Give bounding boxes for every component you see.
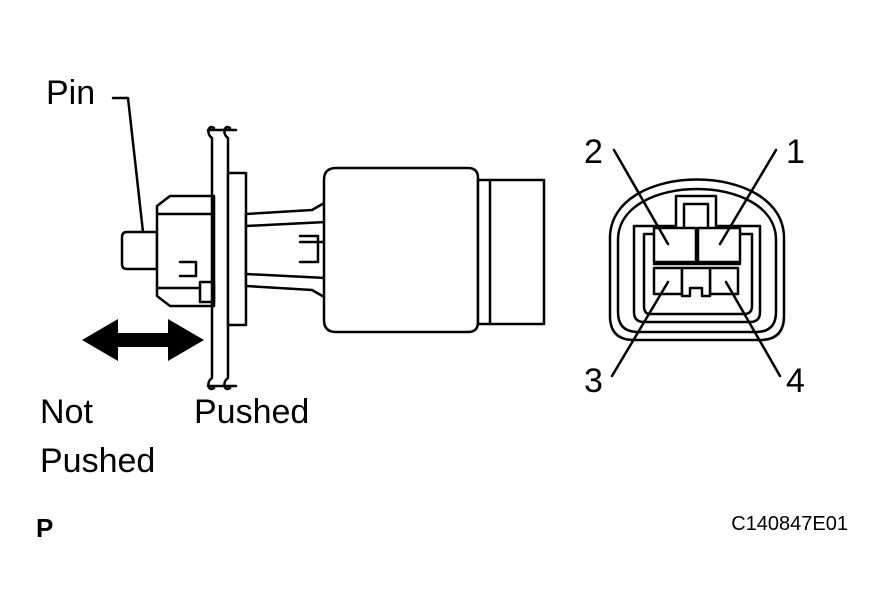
threaded-shaft bbox=[244, 200, 328, 300]
view-marker: P bbox=[36, 513, 53, 543]
figure-code: C140847E01 bbox=[731, 513, 848, 535]
terminal-cavity-1 bbox=[696, 226, 742, 264]
terminal-2-label: 2 bbox=[584, 133, 603, 171]
terminal-1-label: 1 bbox=[786, 133, 805, 171]
terminal-1-leader bbox=[718, 148, 778, 246]
switch-front-body bbox=[155, 194, 216, 308]
lock-nut bbox=[226, 171, 248, 327]
terminal-4-label: 4 bbox=[786, 362, 805, 400]
switch-main-body bbox=[322, 166, 480, 334]
double-headed-arrow-icon bbox=[82, 319, 204, 361]
pin-label: Pin bbox=[46, 74, 95, 112]
connector-housing bbox=[476, 178, 546, 326]
terminal-3-leader bbox=[610, 280, 670, 378]
pushed-label: Pushed bbox=[194, 393, 309, 431]
terminal-4-leader bbox=[724, 280, 782, 378]
terminal-2-leader bbox=[612, 148, 670, 246]
not-pushed-label-line2: Pushed bbox=[40, 442, 155, 480]
connector-front-view bbox=[608, 178, 786, 342]
bracket-left-edge bbox=[207, 125, 216, 391]
not-pushed-label-line1: Not bbox=[40, 393, 93, 431]
terminal-3-label: 3 bbox=[584, 362, 603, 400]
pin-leader-line bbox=[111, 96, 145, 234]
terminal-cavity-4 bbox=[708, 266, 740, 296]
pin bbox=[120, 230, 159, 271]
switch-side-view bbox=[120, 125, 546, 391]
center-key bbox=[680, 266, 712, 298]
